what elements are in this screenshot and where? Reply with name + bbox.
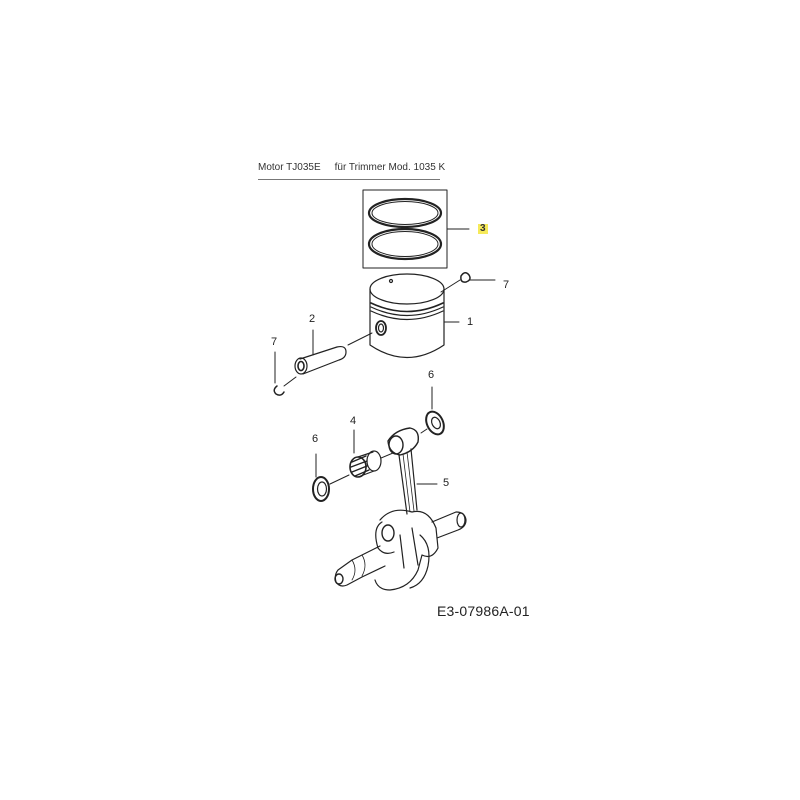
callout-3-rings[interactable]: 3 bbox=[478, 223, 488, 234]
seal-washer-left-part[interactable] bbox=[312, 453, 350, 502]
callout-6-washer-left[interactable]: 6 bbox=[312, 433, 319, 445]
circlip-left-part[interactable] bbox=[273, 351, 297, 396]
needle-bearing-part[interactable] bbox=[349, 429, 394, 478]
title-underline bbox=[258, 179, 440, 180]
callout-7-circlip-right[interactable]: 7 bbox=[503, 279, 510, 291]
callout-6-washer-right[interactable]: 6 bbox=[428, 369, 435, 381]
seal-washer-right-part[interactable] bbox=[423, 386, 448, 437]
piston-part[interactable] bbox=[369, 273, 460, 359]
callout-4-bearing[interactable]: 4 bbox=[350, 415, 357, 427]
callout-7-circlip-left[interactable]: 7 bbox=[271, 336, 278, 348]
callout-2-piston-pin[interactable]: 2 bbox=[309, 313, 316, 325]
engine-model: Motor TJ035E bbox=[258, 162, 321, 173]
callout-1-piston[interactable]: 1 bbox=[467, 316, 474, 328]
piston-pin-part[interactable] bbox=[294, 329, 373, 375]
callout-5-crankshaft[interactable]: 5 bbox=[443, 477, 450, 489]
piston-rings-part[interactable] bbox=[362, 189, 470, 269]
drawing-id: E3-07986A-01 bbox=[437, 603, 530, 619]
diagram-title: Motor TJ035E für Trimmer Mod. 1035 K bbox=[258, 162, 445, 173]
circlip-right-part[interactable] bbox=[440, 272, 496, 293]
crankshaft-part[interactable] bbox=[334, 427, 467, 591]
applies-to-model: für Trimmer Mod. 1035 K bbox=[334, 162, 446, 173]
